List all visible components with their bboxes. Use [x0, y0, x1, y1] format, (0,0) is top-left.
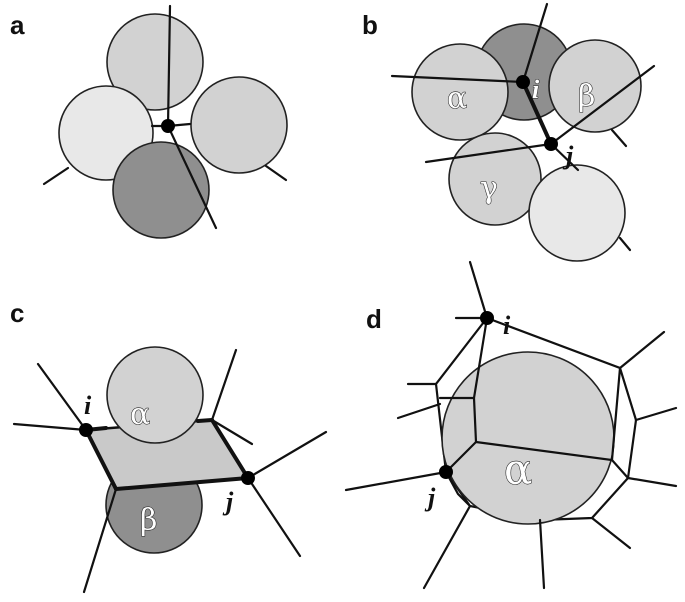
sphere-right: [190, 76, 288, 174]
ray-top: [468, 260, 489, 320]
edge-stub-bottom: [618, 236, 632, 252]
sphere-beta: [548, 39, 642, 133]
sphere-bottom: [112, 141, 210, 239]
panel-d: α i j: [344, 260, 678, 590]
sphere-front: [528, 164, 626, 262]
sphere-label-beta: β: [578, 79, 595, 114]
edge-j-left: [424, 142, 553, 164]
sphere-label-alpha: α: [504, 445, 532, 494]
panel-label-b: b: [362, 10, 378, 40]
edge-j-right: [549, 64, 656, 146]
edge-i-j: [521, 80, 553, 146]
edge-stub-lower-left: [42, 166, 70, 186]
sphere-alpha: [441, 351, 615, 525]
vertex-i: [480, 311, 494, 325]
sphere-alpha: [411, 43, 509, 141]
vertex-i: [516, 75, 530, 89]
panel-label-c: c: [10, 298, 25, 328]
sphere-label-gamma: γ: [480, 171, 498, 206]
edge-stub-lower-right: [264, 164, 288, 182]
vertex-label-i: i: [532, 75, 540, 104]
cell-edge-front-left: [444, 316, 489, 474]
face-edge-left: [84, 428, 118, 491]
edge-up: [166, 4, 172, 128]
sphere-label-beta: β: [140, 503, 157, 538]
cell-edge-right: [626, 418, 638, 480]
vertex-j: [241, 471, 255, 485]
panel-a: [42, 4, 288, 239]
edge-mid-right: [210, 418, 254, 446]
vertex: [161, 119, 175, 133]
ray-right: [634, 406, 678, 422]
edge-stub-right: [610, 128, 628, 148]
edge-i-left: [12, 422, 88, 432]
vertex-j: [439, 465, 453, 479]
ray-bottom-left: [422, 504, 472, 590]
ray-upper-right: [618, 330, 666, 370]
ray-bottom: [538, 518, 546, 590]
panel-c: α β i j: [12, 346, 328, 594]
edge-i-up: [521, 2, 549, 84]
panel-label-a: a: [10, 10, 25, 40]
face-edge-top-right: [196, 418, 214, 423]
edge-i-left: [390, 74, 525, 84]
face-edge-bottom: [114, 476, 250, 491]
vertex-j: [544, 137, 558, 151]
ray-left-j: [344, 470, 448, 492]
edge-down-left: [82, 487, 118, 594]
sphere-alpha: [106, 346, 204, 444]
ray-bottom-right: [590, 516, 632, 550]
ray-left-mid: [396, 402, 442, 420]
vertex-label-i: i: [503, 311, 511, 340]
edge-up-right: [210, 348, 238, 422]
sphere-label-alpha: α: [130, 397, 150, 432]
vertex-i: [79, 423, 93, 437]
sphere-top: [106, 13, 204, 111]
panel-b: α β γ i j: [390, 2, 656, 262]
edge-i-upleft: [36, 362, 88, 432]
vertex-label-i: i: [84, 391, 92, 420]
vertex-label-j: j: [222, 487, 234, 516]
vertex-label-j: j: [424, 483, 436, 512]
cell-edge-front-bottom: [444, 470, 472, 508]
cell-edge-front-right: [610, 366, 622, 462]
edge-down: [166, 124, 218, 230]
face-edge-right: [210, 418, 250, 480]
sphere-label-alpha: α: [447, 81, 467, 116]
panel-label-d: d: [366, 304, 382, 334]
edge-j-downright: [246, 476, 302, 558]
ray-lower-right: [626, 476, 678, 488]
edge-j-upright: [246, 430, 328, 480]
